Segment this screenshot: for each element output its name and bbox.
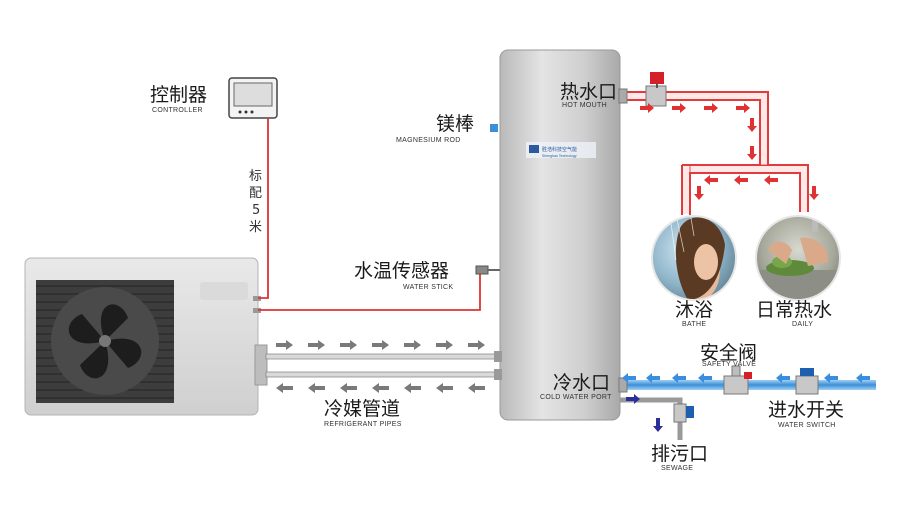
water-stick-label: 水温传感器 [354,260,449,282]
cable-length-label: 标 配 5 米 [249,169,262,235]
daily-hot-water-image [755,215,841,301]
magnesium-rod-label: 镁棒 [436,113,474,135]
cold-port-label-en: COLD WATER PORT [540,394,612,401]
daily-label: 日常热水 [756,299,832,321]
hot-flow-arrows [640,103,819,200]
refrigerant-label: 冷媒管道 [324,398,400,420]
sewage-valve-icon [686,406,694,418]
controller-label: 控制器 [150,84,207,106]
safety-valve-icon [723,365,752,395]
refrigerant-pipes [265,351,502,380]
daily-label-en: DAILY [792,321,813,328]
sewage-flow-arrows [626,394,663,432]
controller-label-en: CONTROLLER [152,107,203,114]
bathe-image [651,215,737,301]
svg-text:米: 米 [249,220,262,235]
hot-mouth-label-en: HOT MOUTH [562,102,607,109]
svg-text:配: 配 [249,186,262,201]
water-tank: 胜浩科技空气能 Shenghao Technology [499,49,621,421]
refrigerant-label-en: REFRIGERANT PIPES [324,421,402,428]
sewage-label: 排污口 [651,443,708,465]
sewage-label-en: SEWAGE [661,465,693,472]
sensor-cable [258,272,481,311]
bathe-label-en: BATHE [682,321,706,328]
cold-flow-arrows [622,373,870,383]
safety-valve-label: 安全阀 [700,342,757,364]
water-switch-label: 进水开关 [768,399,844,421]
outdoor-unit [24,257,268,416]
water-switch-icon [795,368,819,395]
water-sensor-icon [475,265,500,275]
water-switch-label-en: WATER SWITCH [778,422,836,429]
hot-water-valve-icon [645,72,667,107]
tank-logo-text-en: Shenghao Technology [542,154,577,158]
hot-water-pipe [620,91,809,215]
tank-logo-icon [529,145,539,153]
sewage-pipe [620,397,694,440]
magnesium-rod-icon [490,124,498,132]
controller-cable [258,118,269,299]
hot-mouth-label: 热水口 [560,81,617,103]
hot-mouth-fitting [618,88,628,104]
hot-water-fill [620,93,807,214]
fan-blades-icon [68,304,142,379]
magnesium-rod-label-en: MAGNESIUM ROD [396,137,461,144]
svg-text:标: 标 [249,169,262,184]
controller-icon [228,77,278,119]
tank-logo-text: 胜浩科技空气能 [542,146,577,153]
svg-text:5: 5 [252,203,260,218]
refrigerant-flow-arrows [276,340,485,393]
bathe-label: 沐浴 [675,299,713,321]
cold-port-label: 冷水口 [553,372,610,394]
water-stick-label-en: WATER STICK [403,284,453,291]
safety-valve-label-en: SAFETY VALVE [702,361,756,368]
